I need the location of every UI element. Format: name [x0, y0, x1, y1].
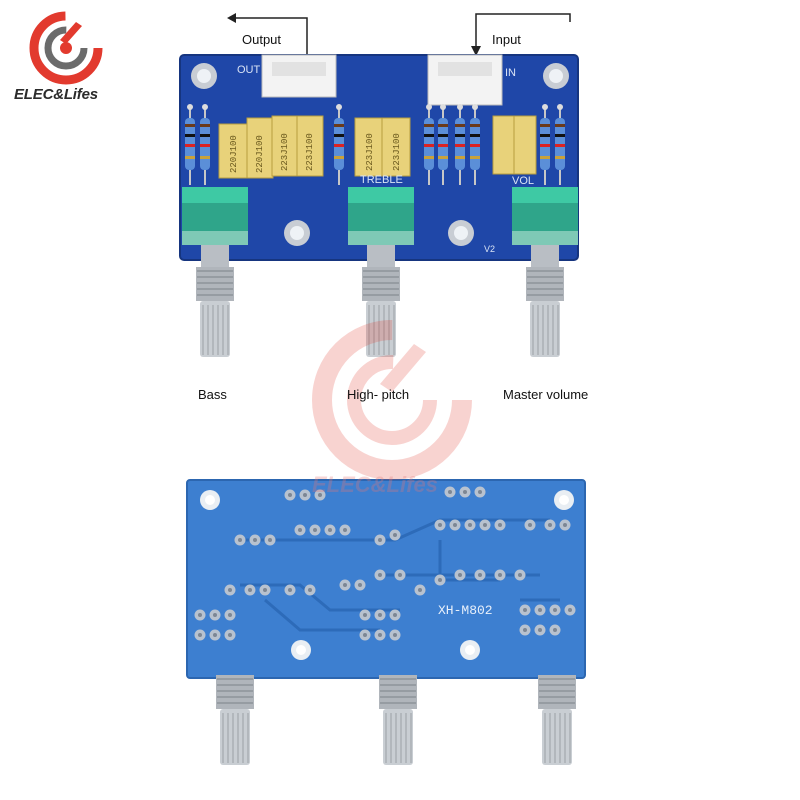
- resistor: [540, 104, 550, 185]
- capacitor-row: [218, 115, 537, 179]
- input-arrow: [471, 13, 571, 56]
- pot-label-high-pitch: High- pitch: [347, 387, 410, 402]
- pot-label-master-volume: Master volume: [503, 387, 589, 402]
- capacitor-label: 223J100: [392, 133, 402, 171]
- output-connector: [261, 54, 337, 98]
- brand-logo: [29, 11, 103, 85]
- capacitor-label: 223J100: [280, 133, 290, 171]
- silk-treble: TREBLE: [360, 174, 403, 186]
- potentiometer: [216, 675, 254, 765]
- silk-in: IN: [505, 67, 516, 79]
- brand-name: ELEC&Lifes: [14, 86, 98, 103]
- capacitor-label: 223J100: [305, 133, 315, 171]
- bottom-pcb: XH-M802: [186, 479, 586, 679]
- potentiometer: [538, 675, 576, 765]
- top-pcb: 220J100 220J100 223J100 223J100 223J100 …: [179, 54, 579, 261]
- resistor: [424, 104, 434, 185]
- resistor-row: [185, 104, 565, 185]
- pot-label-bass: Bass: [198, 387, 227, 402]
- input-label: Input: [492, 32, 521, 47]
- mounting-hole: [191, 63, 569, 246]
- potentiometer: [182, 187, 248, 357]
- silk-vol: VOL: [512, 175, 534, 187]
- output-label: Output: [242, 32, 282, 47]
- watermark-text: ELEC&Lifes: [312, 472, 438, 497]
- resistor: [200, 104, 210, 185]
- capacitor-label: 220J100: [255, 135, 265, 173]
- silk-version: V2: [484, 244, 495, 254]
- potentiometer: [348, 187, 414, 357]
- output-arrow: [227, 13, 308, 60]
- silk-out: OUT: [237, 64, 261, 76]
- resistor: [455, 104, 465, 185]
- potentiometer: [379, 675, 417, 765]
- watermark-logo: [312, 320, 472, 480]
- resistor: [185, 104, 195, 185]
- potentiometer: [512, 187, 578, 357]
- resistor: [470, 104, 480, 185]
- model-marking: XH-M802: [438, 603, 493, 618]
- resistor: [334, 104, 344, 185]
- input-connector: [427, 54, 503, 106]
- capacitor-label: 220J100: [229, 135, 239, 173]
- resistor: [555, 104, 565, 185]
- capacitor-label: 223J100: [365, 133, 375, 171]
- resistor: [438, 104, 448, 185]
